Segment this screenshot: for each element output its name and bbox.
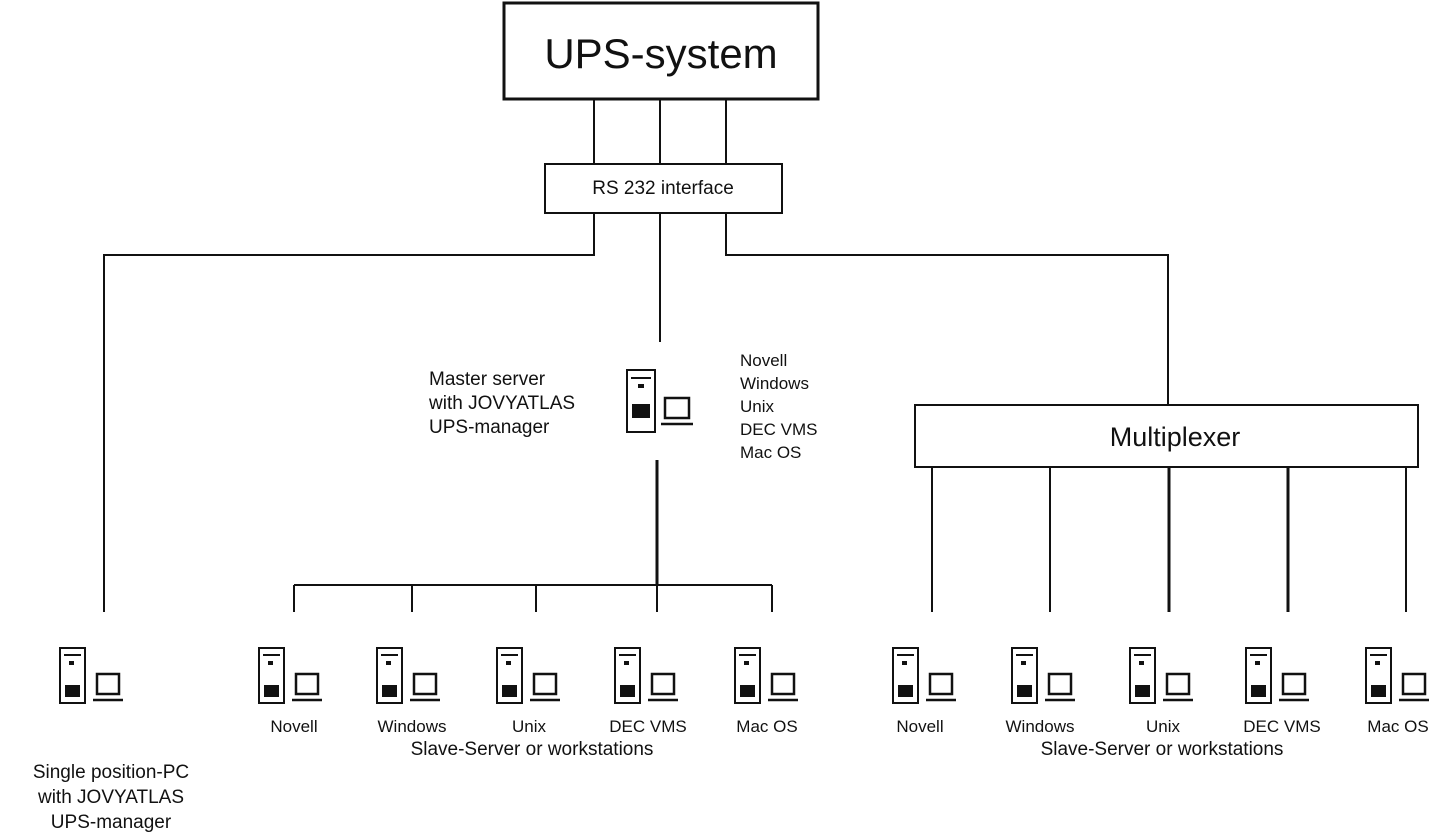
station-label: Windows [378, 717, 447, 736]
computer-icon [1365, 647, 1429, 704]
multiplexer-box [914, 404, 1419, 468]
station-label: Novell [270, 717, 317, 736]
branch-line-left [103, 213, 595, 612]
right-station-windows: Windows [1006, 467, 1075, 736]
master-server-label: Master server with JOVYATLAS UPS-manager [428, 369, 575, 438]
middle-group-caption: Slave-Server or workstations [411, 739, 654, 760]
computer-icon [496, 647, 560, 704]
station-label: Mac OS [1367, 717, 1428, 736]
multiplexer-label: Multiplexer [1110, 422, 1241, 452]
right-station-dec-vms: DEC VMS [1243, 467, 1321, 736]
branch-line-right [725, 213, 1169, 405]
station-label: DEC VMS [1243, 717, 1320, 736]
svg-text:UPS-manager: UPS-manager [51, 812, 172, 833]
master-server-computer-icon [626, 369, 693, 433]
station-label: Unix [1146, 717, 1181, 736]
svg-text:Master server: Master server [429, 369, 546, 390]
right-station-novell: Novell [892, 467, 956, 736]
right-slave-group: Novell Windows Uni [892, 467, 1429, 760]
ups-system-label: UPS-system [544, 30, 777, 77]
middle-station-mac-os: Mac OS [734, 585, 798, 736]
rs232-interface-label: RS 232 interface [592, 178, 734, 199]
svg-text:Mac OS: Mac OS [740, 443, 801, 462]
svg-text:UPS-manager: UPS-manager [429, 417, 550, 438]
station-label: DEC VMS [609, 717, 686, 736]
computer-icon [1129, 647, 1193, 704]
middle-station-novell: Novell [258, 585, 322, 736]
computer-icon [1245, 647, 1309, 704]
computer-icon [614, 647, 678, 704]
right-group-caption: Slave-Server or workstations [1041, 739, 1284, 760]
computer-icon [892, 647, 956, 704]
svg-text:with JOVYATLAS: with JOVYATLAS [428, 393, 575, 414]
svg-text:DEC VMS: DEC VMS [740, 420, 817, 439]
svg-text:Novell: Novell [740, 351, 787, 370]
computer-icon [258, 647, 322, 704]
computer-icon [376, 647, 440, 704]
middle-station-windows: Windows [376, 585, 447, 736]
station-label: Windows [1006, 717, 1075, 736]
svg-text:Windows: Windows [740, 374, 809, 393]
middle-station-dec-vms: DEC VMS [609, 585, 687, 736]
svg-text:with JOVYATLAS: with JOVYATLAS [37, 787, 184, 808]
station-label: Mac OS [736, 717, 797, 736]
station-label: Novell [896, 717, 943, 736]
single-pc-computer-icon [59, 647, 123, 704]
computer-icon [734, 647, 798, 704]
middle-station-unix: Unix [496, 585, 560, 736]
rs232-interface-box [544, 163, 783, 214]
svg-text:Single position-PC: Single position-PC [33, 762, 189, 783]
computer-icon [1011, 647, 1075, 704]
svg-text:Unix: Unix [740, 397, 775, 416]
single-pc-label: Single position-PC with JOVYATLAS UPS-ma… [33, 762, 189, 833]
right-station-unix: Unix [1129, 467, 1193, 736]
right-station-mac-os: Mac OS [1365, 467, 1429, 736]
station-label: Unix [512, 717, 547, 736]
middle-slave-group: Novell Windows Uni [258, 585, 798, 760]
master-os-list: Novell Windows Unix DEC VMS Mac OS [740, 351, 817, 462]
